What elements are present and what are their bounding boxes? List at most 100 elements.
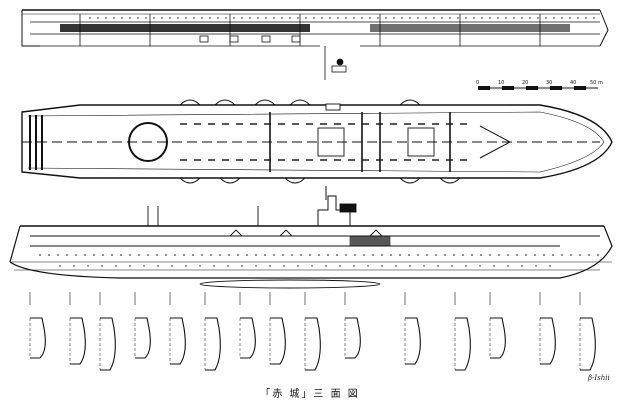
porthole <box>129 17 131 19</box>
porthole <box>552 254 554 256</box>
porthole <box>480 254 482 256</box>
porthole <box>417 17 419 19</box>
porthole <box>185 17 187 19</box>
section-outline <box>69 292 86 365</box>
porthole <box>66 254 68 256</box>
porthole <box>409 17 411 19</box>
section-outline <box>239 292 256 359</box>
porthole <box>209 17 211 19</box>
section-outline <box>269 292 286 365</box>
porthole <box>543 254 545 256</box>
porthole <box>210 254 212 256</box>
porthole <box>241 17 243 19</box>
porthole <box>444 254 446 256</box>
section-outline <box>99 292 116 371</box>
porthole <box>481 17 483 19</box>
porthole <box>165 254 167 256</box>
porthole <box>426 254 428 256</box>
porthole <box>465 265 467 267</box>
drawing-caption: 「赤 城」三 面 図 <box>260 389 360 400</box>
porthole <box>281 17 283 19</box>
porthole <box>507 265 509 267</box>
porthole <box>246 254 248 256</box>
porthole <box>255 265 257 267</box>
porthole <box>353 17 355 19</box>
porthole <box>570 254 572 256</box>
porthole <box>327 254 329 256</box>
porthole <box>381 254 383 256</box>
section-outline <box>204 292 221 371</box>
porthole <box>498 254 500 256</box>
scale-tick-40: 40 <box>570 80 576 86</box>
porthole <box>192 254 194 256</box>
section-outline <box>579 292 596 371</box>
porthole <box>309 254 311 256</box>
porthole <box>185 265 187 267</box>
porthole <box>300 254 302 256</box>
porthole <box>369 17 371 19</box>
porthole <box>390 254 392 256</box>
porthole <box>537 17 539 19</box>
porthole <box>201 17 203 19</box>
porthole <box>393 17 395 19</box>
porthole <box>521 17 523 19</box>
porthole <box>153 17 155 19</box>
porthole <box>265 17 267 19</box>
porthole <box>273 254 275 256</box>
porthole <box>169 17 171 19</box>
porthole <box>521 265 523 267</box>
porthole <box>237 254 239 256</box>
porthole <box>313 17 315 19</box>
porthole <box>121 17 123 19</box>
porthole <box>579 254 581 256</box>
porthole <box>283 265 285 267</box>
porthole <box>457 17 459 19</box>
porthole <box>241 265 243 267</box>
porthole <box>561 17 563 19</box>
porthole <box>97 17 99 19</box>
porthole <box>39 254 41 256</box>
porthole <box>201 254 203 256</box>
porthole <box>291 254 293 256</box>
porthole <box>553 17 555 19</box>
porthole <box>177 17 179 19</box>
porthole <box>318 254 320 256</box>
porthole <box>115 265 117 267</box>
porthole <box>433 17 435 19</box>
porthole <box>353 265 355 267</box>
porthole <box>143 265 145 267</box>
porthole <box>156 254 158 256</box>
porthole <box>479 265 481 267</box>
porthole <box>569 17 571 19</box>
scale-tick-20: 20 <box>522 80 528 86</box>
porthole <box>345 254 347 256</box>
porthole <box>48 254 50 256</box>
porthole <box>111 254 113 256</box>
porthole <box>381 265 383 267</box>
section-outline <box>344 292 361 359</box>
porthole <box>257 17 259 19</box>
porthole <box>75 254 77 256</box>
porthole <box>339 265 341 267</box>
section-outline <box>169 292 186 365</box>
porthole <box>228 254 230 256</box>
porthole <box>409 265 411 267</box>
porthole <box>401 17 403 19</box>
porthole <box>471 254 473 256</box>
deck-dashes <box>180 123 467 161</box>
scale-tick-30: 30 <box>546 80 552 86</box>
porthole <box>417 254 419 256</box>
porthole <box>529 17 531 19</box>
outboard-profile <box>9 186 613 289</box>
porthole <box>57 254 59 256</box>
porthole <box>311 265 313 267</box>
porthole <box>129 265 131 267</box>
porthole <box>233 17 235 19</box>
porthole <box>549 265 551 267</box>
porthole <box>269 265 271 267</box>
porthole <box>273 17 275 19</box>
porthole <box>321 17 323 19</box>
porthole <box>545 17 547 19</box>
porthole <box>101 265 103 267</box>
